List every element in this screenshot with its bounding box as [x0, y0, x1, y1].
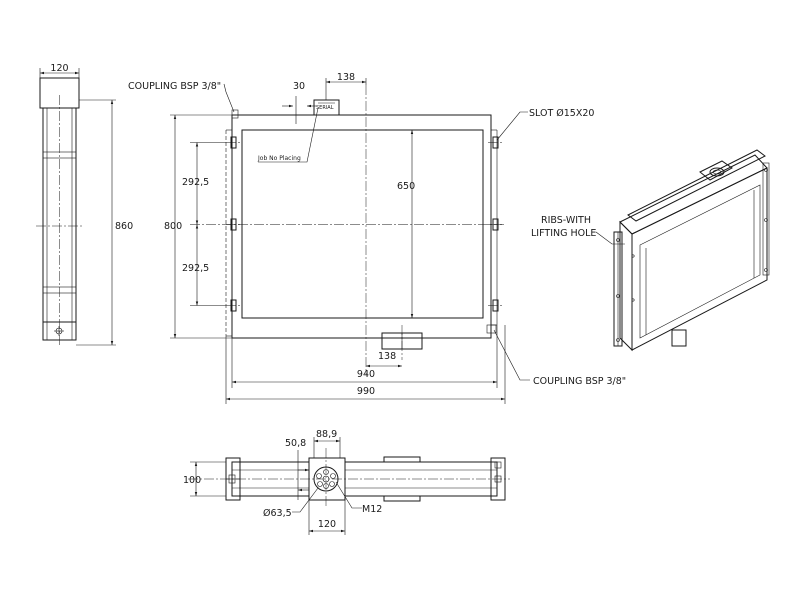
serial-plate-text: SERIAL [316, 105, 334, 111]
thread-dim: M12 [362, 504, 382, 515]
iso-view: RIBS-WITH LIFTING HOLE [531, 149, 770, 352]
slot-right-lower [488, 299, 503, 312]
side-height-dim: 860 [115, 221, 133, 232]
front-height-dim: 800 [164, 221, 182, 232]
flange-width-dim: 120 [318, 519, 336, 530]
pcd-dim: 88,9 [316, 429, 337, 440]
bottom-port-dim: 138 [378, 351, 396, 362]
slot-spacing-upper-dim: 292,5 [182, 177, 209, 188]
plan-depth-dim: 100 [183, 475, 201, 486]
offset-50-dim: 50,8 [285, 438, 306, 449]
front-view: SERIAL [128, 72, 626, 404]
offset-dim: 30 [293, 81, 305, 92]
side-width-dim: 120 [50, 63, 68, 74]
side-view: 120 860 [36, 63, 133, 346]
slot-spacing-lower-dim: 292,5 [182, 263, 209, 274]
overall-width-dim: 990 [357, 386, 375, 397]
slot-label: SLOT Ø15X20 [529, 108, 594, 119]
slot-right-upper [488, 136, 503, 149]
plan-view: 100 88,9 50,8 Ø63,5 M12 120 [183, 429, 510, 535]
core-height-dim: 650 [397, 181, 415, 192]
coupling-bottom-label: COUPLING BSP 3/8" [533, 376, 626, 387]
slot-left-lower [226, 299, 241, 312]
top-port-dim: 138 [337, 72, 355, 83]
ribs-label-line1: RIBS-WITH [541, 215, 591, 226]
ribs-label-line2: LIFTING HOLE [531, 228, 596, 239]
job-no-placing-label: Job No Placing [257, 155, 301, 162]
coupling-top-label: COUPLING BSP 3/8" [128, 81, 221, 92]
bore-dim: Ø63,5 [263, 508, 292, 519]
slot-left-upper [226, 136, 241, 149]
inner-width-dim: 940 [357, 369, 375, 380]
